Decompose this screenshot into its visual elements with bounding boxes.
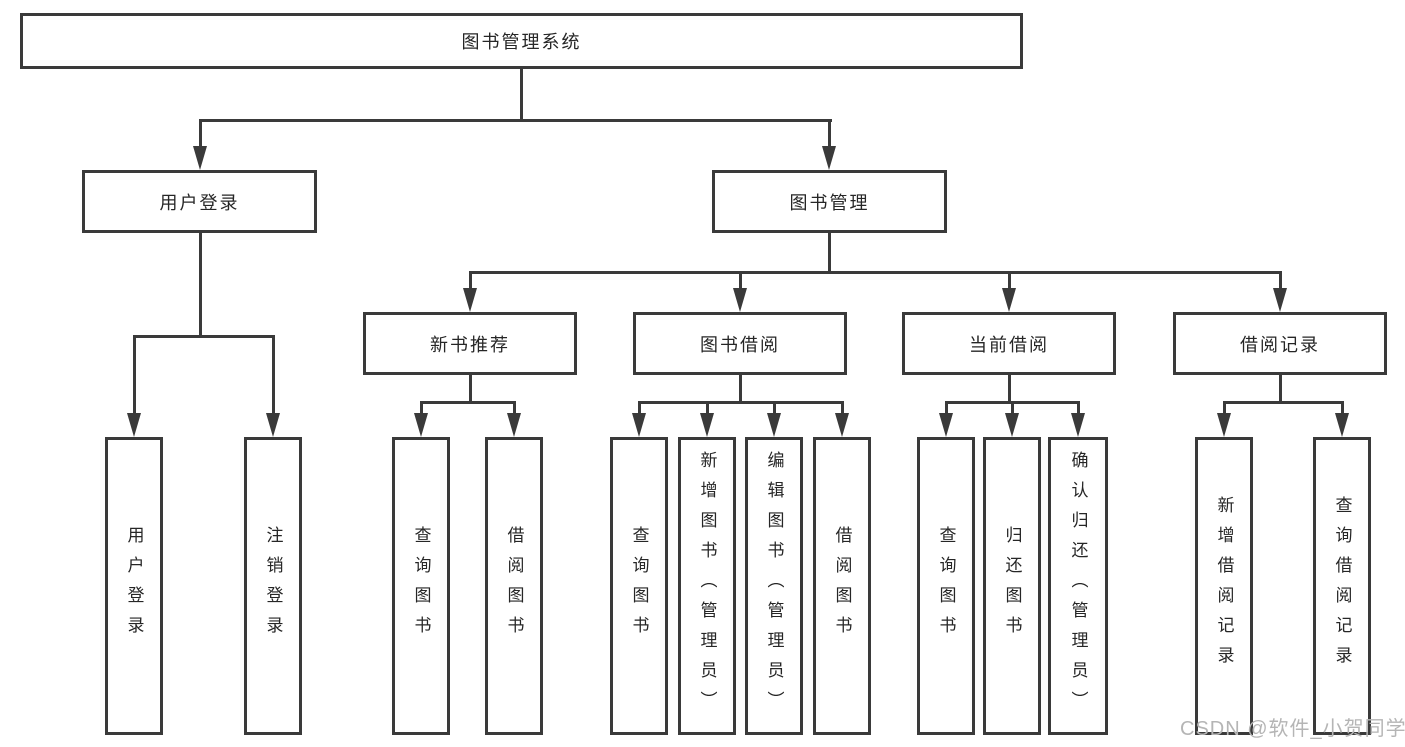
connector-line xyxy=(840,401,844,416)
leaf-logout-label: 注销登录 xyxy=(263,526,283,646)
connector-line xyxy=(1007,375,1011,404)
connector-line xyxy=(468,375,472,404)
connector-line xyxy=(520,68,523,121)
node-user-login: 用户登录 xyxy=(82,170,317,233)
arrowhead xyxy=(463,288,477,312)
connector-line xyxy=(198,119,832,122)
arrowhead xyxy=(835,413,849,437)
arrowhead xyxy=(1071,413,1085,437)
arrowhead xyxy=(1002,288,1016,312)
arrowhead xyxy=(632,413,646,437)
leaf-bb-edit-book-admin-label: 编辑图书（管理员） xyxy=(764,451,784,721)
connector-line xyxy=(738,375,742,404)
leaf-bb-borrow-book-label: 借阅图书 xyxy=(832,526,852,646)
connector-line xyxy=(1007,271,1011,290)
leaf-cb-query-book-label: 查询图书 xyxy=(936,526,956,646)
connector-line xyxy=(198,119,202,149)
leaf-bb-edit-book-admin: 编辑图书（管理员） xyxy=(745,437,803,735)
connector-line xyxy=(132,335,136,415)
arrowhead xyxy=(193,146,207,170)
leaf-br-add-record: 新增借阅记录 xyxy=(1195,437,1253,735)
arrowhead xyxy=(414,413,428,437)
connector-line xyxy=(705,401,709,416)
connector-line xyxy=(512,401,516,416)
arrowhead xyxy=(700,413,714,437)
connector-line xyxy=(637,401,641,416)
node-book-borrow: 图书借阅 xyxy=(633,312,847,375)
leaf-cb-return-book: 归还图书 xyxy=(983,437,1041,735)
connector-line xyxy=(637,401,844,404)
leaf-cb-query-book: 查询图书 xyxy=(917,437,975,735)
arrowhead xyxy=(1005,413,1019,437)
node-borrow-records: 借阅记录 xyxy=(1173,312,1387,375)
connector-line xyxy=(1278,375,1282,404)
leaf-cb-confirm-return-admin-label: 确认归还（管理员） xyxy=(1068,451,1088,721)
connector-line xyxy=(1222,401,1344,404)
arrowhead xyxy=(1273,288,1287,312)
connector-line xyxy=(198,233,202,337)
connector-line xyxy=(468,271,1282,274)
arrowhead xyxy=(127,413,141,437)
arrowhead xyxy=(822,146,836,170)
connector-line xyxy=(271,335,275,415)
arrowhead xyxy=(507,413,521,437)
connector-line xyxy=(419,401,423,416)
node-root-label: 图书管理系统 xyxy=(461,32,582,52)
arrowhead xyxy=(1217,413,1231,437)
node-borrow-records-label: 借阅记录 xyxy=(1240,334,1320,355)
connector-line xyxy=(1222,401,1226,416)
node-current-borrow: 当前借阅 xyxy=(902,312,1116,375)
leaf-nb-query-book: 查询图书 xyxy=(392,437,450,735)
node-book-management: 图书管理 xyxy=(712,170,947,233)
leaf-bb-add-book-admin-label: 新增图书（管理员） xyxy=(697,451,717,721)
arrowhead xyxy=(767,413,781,437)
leaf-bb-query-book-label: 查询图书 xyxy=(629,526,649,646)
leaf-nb-query-book-label: 查询图书 xyxy=(411,526,431,646)
leaf-logout: 注销登录 xyxy=(244,437,302,735)
leaf-cb-return-book-label: 归还图书 xyxy=(1002,526,1022,646)
leaf-bb-borrow-book: 借阅图书 xyxy=(813,437,871,735)
connector-line xyxy=(1076,401,1080,416)
connector-line xyxy=(827,119,831,149)
connector-line xyxy=(772,401,776,416)
connector-line xyxy=(1340,401,1344,416)
leaf-cb-confirm-return-admin: 确认归还（管理员） xyxy=(1048,437,1108,735)
leaf-br-query-record: 查询借阅记录 xyxy=(1313,437,1371,735)
node-book-borrow-label: 图书借阅 xyxy=(700,334,780,355)
arrowhead xyxy=(733,288,747,312)
node-root: 图书管理系统 xyxy=(20,13,1023,69)
node-current-borrow-label: 当前借阅 xyxy=(969,334,1049,355)
leaf-br-add-record-label: 新增借阅记录 xyxy=(1214,496,1234,676)
node-user-login-label: 用户登录 xyxy=(159,192,240,213)
connector-line xyxy=(944,401,948,416)
connector-line xyxy=(827,233,831,274)
node-new-book-recommend: 新书推荐 xyxy=(363,312,577,375)
leaf-br-query-record-label: 查询借阅记录 xyxy=(1332,496,1352,676)
arrowhead xyxy=(266,413,280,437)
connector-line xyxy=(738,271,742,290)
connector-line xyxy=(132,335,275,338)
connector-line xyxy=(1010,401,1014,416)
connector-line xyxy=(468,271,472,290)
arrowhead xyxy=(939,413,953,437)
connector-line xyxy=(419,401,516,404)
leaf-user-login: 用户登录 xyxy=(105,437,163,735)
leaf-user-login-label: 用户登录 xyxy=(124,526,144,646)
leaf-bb-query-book: 查询图书 xyxy=(610,437,668,735)
leaf-nb-borrow-book: 借阅图书 xyxy=(485,437,543,735)
connector-line xyxy=(1278,271,1282,290)
csdn-watermark: CSDN @软件_小贺同学 xyxy=(1180,718,1405,740)
arrowhead xyxy=(1335,413,1349,437)
node-new-book-recommend-label: 新书推荐 xyxy=(430,334,510,355)
node-book-management-label: 图书管理 xyxy=(789,192,870,213)
leaf-bb-add-book-admin: 新增图书（管理员） xyxy=(678,437,736,735)
leaf-nb-borrow-book-label: 借阅图书 xyxy=(504,526,524,646)
